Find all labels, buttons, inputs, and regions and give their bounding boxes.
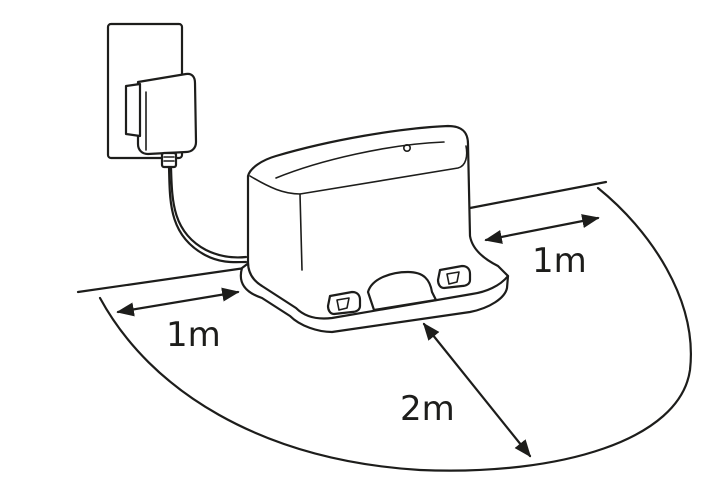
left-clearance-label: 1m bbox=[166, 315, 221, 355]
left-charging-contact bbox=[326, 290, 362, 316]
right-charging-contact bbox=[436, 264, 472, 290]
clearance-boundary-arc bbox=[98, 186, 692, 472]
power-cable bbox=[167, 165, 248, 264]
floor-wall-line bbox=[76, 180, 608, 294]
front-clearance-arrow bbox=[422, 322, 532, 458]
left-clearance-arrow bbox=[116, 287, 240, 317]
charging-dock-icon bbox=[239, 124, 510, 334]
right-clearance-arrow bbox=[484, 214, 600, 244]
right-clearance-label: 1m bbox=[532, 241, 587, 281]
front-clearance-label: 2m bbox=[400, 389, 455, 429]
power-adapter-icon bbox=[124, 72, 198, 169]
